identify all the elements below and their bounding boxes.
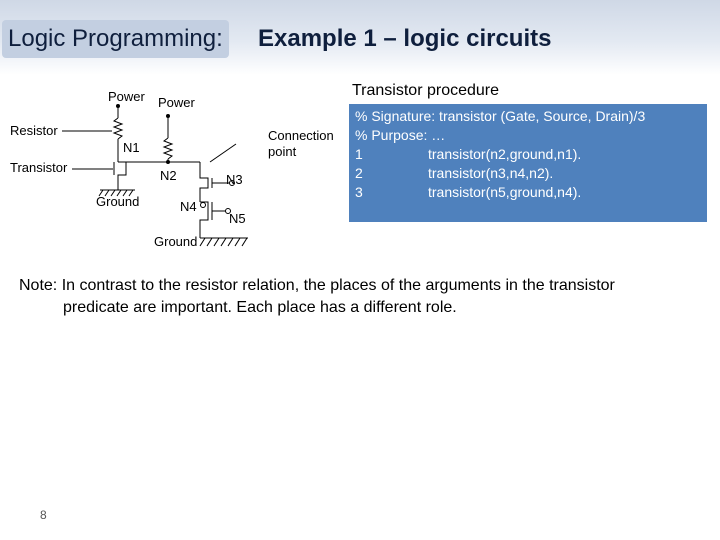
right-resistor-zigzag bbox=[162, 137, 174, 160]
transistor-2-body bbox=[199, 162, 209, 202]
left-resistor-zigzag bbox=[112, 117, 124, 140]
connection-point-pointer bbox=[209, 143, 237, 163]
n3-label: N3 bbox=[226, 172, 243, 187]
page-number: 8 bbox=[40, 508, 47, 522]
clause-code: transistor(n5,ground,n4). bbox=[428, 184, 582, 200]
n5-terminal bbox=[225, 208, 231, 214]
power-label-right: Power bbox=[158, 95, 196, 110]
n2-junction-dot bbox=[166, 160, 170, 164]
title-band: Logic Programming: Example 1 – logic cir… bbox=[0, 0, 720, 75]
resistor-label: Resistor bbox=[10, 123, 58, 138]
clause-number: 2 bbox=[355, 165, 363, 181]
slide-title-example: Example 1 – logic circuits bbox=[258, 25, 552, 52]
transistor-label: Transistor bbox=[10, 160, 68, 175]
ground-label-left: Ground bbox=[96, 194, 139, 209]
n4-label: N4 bbox=[180, 199, 197, 214]
procedure-signature: % Signature: transistor (Gate, Source, D… bbox=[355, 108, 646, 124]
circuit-diagram: Power Power Resistor Transistor N1 Groun… bbox=[10, 89, 334, 249]
clause-number: 3 bbox=[355, 184, 363, 200]
n5-label: N5 bbox=[229, 211, 246, 226]
transistor-1-body bbox=[117, 161, 127, 190]
slide-title-topic: Logic Programming: bbox=[2, 20, 229, 58]
clause-code: transistor(n2,ground,n1). bbox=[428, 146, 582, 162]
n1-label: N1 bbox=[123, 140, 140, 155]
ground-label-bottom: Ground bbox=[154, 234, 197, 249]
left-ground-hatch bbox=[98, 189, 134, 197]
note-text-line2: predicate are important. Each place has … bbox=[63, 299, 457, 316]
note-paragraph: Note: In contrast to the resistor relati… bbox=[19, 275, 699, 319]
transistor-3-body bbox=[199, 201, 209, 238]
right-power-terminal bbox=[166, 114, 170, 118]
n3-terminal bbox=[229, 180, 235, 186]
note-label: Note bbox=[19, 277, 53, 294]
procedure-title: Transistor procedure bbox=[352, 82, 500, 99]
n2-label: N2 bbox=[160, 168, 177, 183]
connection-point-label-line1: Connection bbox=[268, 128, 334, 143]
left-power-terminal bbox=[116, 104, 120, 108]
clause-code: transistor(n3,n4,n2). bbox=[428, 165, 554, 181]
n4-terminal bbox=[200, 202, 206, 208]
power-label-left: Power bbox=[108, 89, 146, 104]
procedure-code-box: % Signature: transistor (Gate, Source, D… bbox=[349, 104, 707, 222]
bottom-ground-hatch bbox=[199, 237, 248, 247]
procedure-purpose: % Purpose: … bbox=[355, 127, 446, 143]
note-text-line1: : In contrast to the resistor relation, … bbox=[52, 277, 615, 294]
connection-point-label-line2: point bbox=[268, 144, 297, 159]
clause-number: 1 bbox=[355, 146, 363, 162]
